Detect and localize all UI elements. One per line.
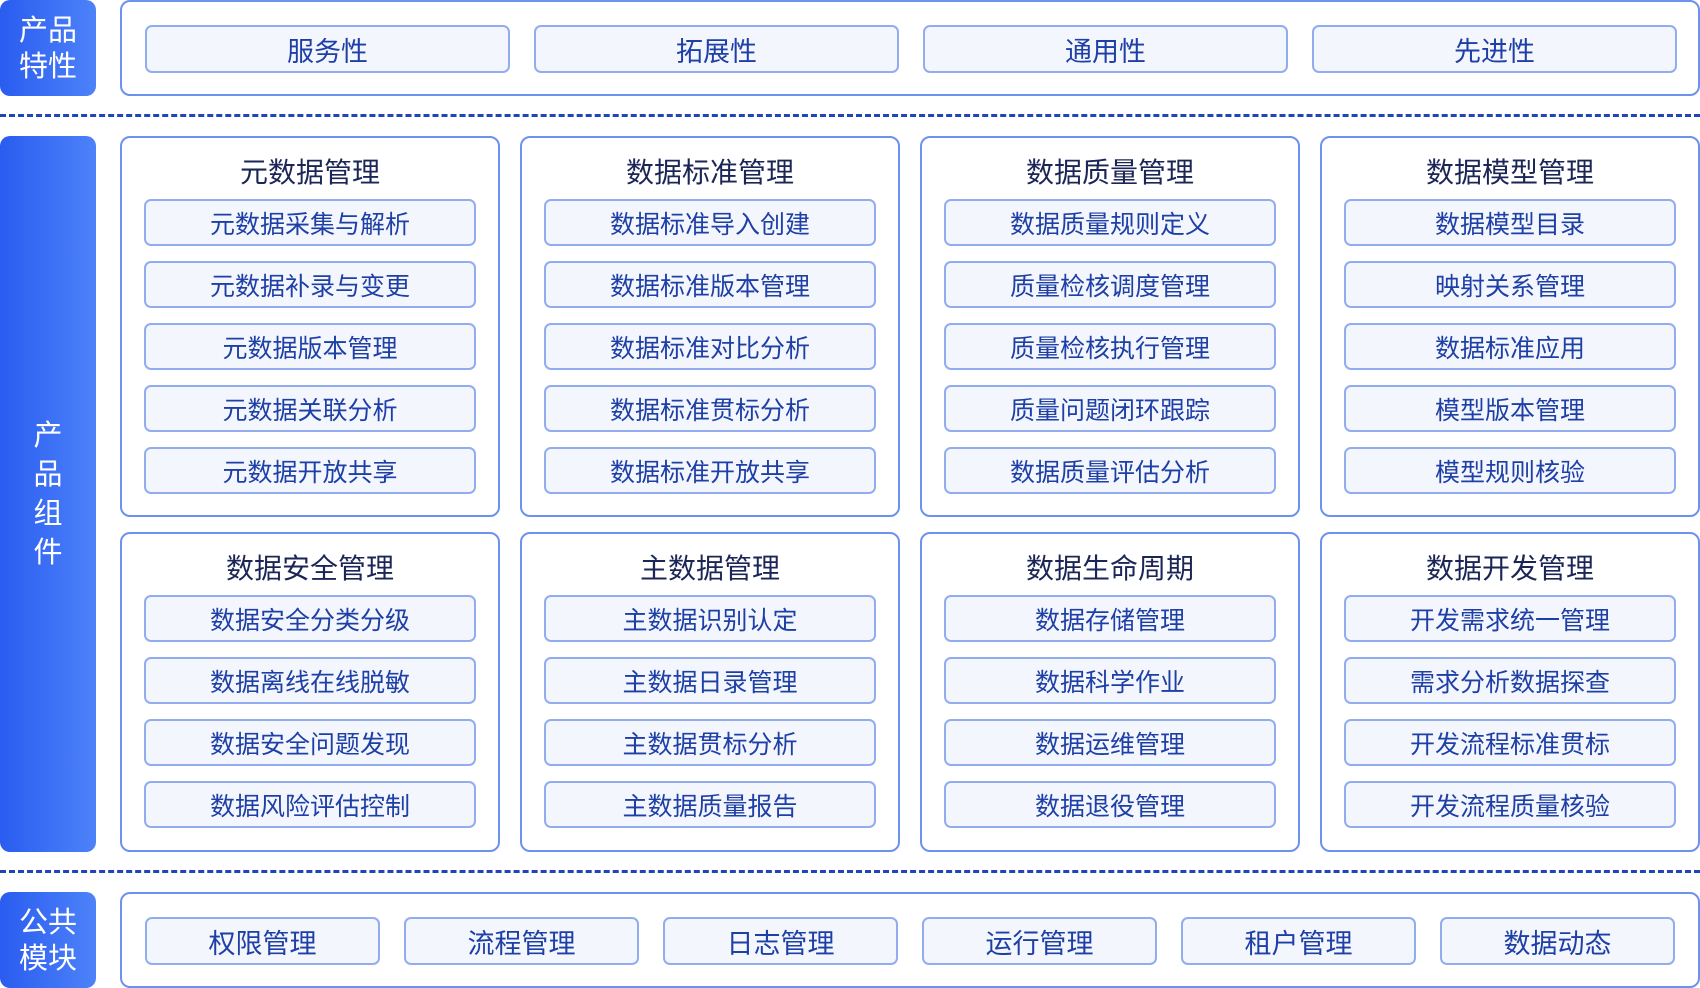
- common-panel: 权限管理 流程管理 日志管理 运行管理 租户管理 数据动态: [120, 892, 1700, 988]
- component-group-data-lifecycle: 数据生命周期 数据存储管理 数据科学作业 数据运维管理 数据退役管理: [920, 532, 1300, 852]
- common-chip-permission[interactable]: 权限管理: [145, 917, 380, 965]
- component-item[interactable]: 数据标准开放共享: [544, 447, 876, 494]
- common-chip-log[interactable]: 日志管理: [663, 917, 898, 965]
- component-item[interactable]: 数据存储管理: [944, 595, 1276, 642]
- feature-chip-advancement[interactable]: 先进性: [1312, 25, 1677, 73]
- common-chip-data-dynamics[interactable]: 数据动态: [1440, 917, 1675, 965]
- group-title: 数据模型管理: [1425, 156, 1594, 189]
- component-group-metadata: 元数据管理 元数据采集与解析 元数据补录与变更 元数据版本管理 元数据关联分析 …: [120, 136, 500, 517]
- common-label-text: 公共模块: [18, 905, 77, 975]
- component-item[interactable]: 映射关系管理: [1344, 261, 1676, 308]
- common-chip-workflow[interactable]: 流程管理: [404, 917, 639, 965]
- component-item[interactable]: 元数据关联分析: [144, 385, 476, 432]
- component-item[interactable]: 主数据贯标分析: [544, 719, 876, 766]
- component-item[interactable]: 数据运维管理: [944, 719, 1276, 766]
- component-item[interactable]: 需求分析数据探查: [1344, 657, 1676, 704]
- component-group-data-standard: 数据标准管理 数据标准导入创建 数据标准版本管理 数据标准对比分析 数据标准贯标…: [520, 136, 900, 517]
- component-item[interactable]: 主数据质量报告: [544, 781, 876, 828]
- component-item[interactable]: 数据质量规则定义: [944, 199, 1276, 246]
- component-group-data-development: 数据开发管理 开发需求统一管理 需求分析数据探查 开发流程标准贯标 开发流程质量…: [1320, 532, 1700, 852]
- component-item[interactable]: 数据模型目录: [1344, 199, 1676, 246]
- group-title: 数据开发管理: [1425, 552, 1594, 585]
- component-item[interactable]: 数据风险评估控制: [144, 781, 476, 828]
- group-title: 数据安全管理: [225, 552, 394, 585]
- component-item[interactable]: 数据标准版本管理: [544, 261, 876, 308]
- component-group-data-model: 数据模型管理 数据模型目录 映射关系管理 数据标准应用 模型版本管理 模型规则核…: [1320, 136, 1700, 517]
- group-title: 数据生命周期: [1025, 552, 1194, 585]
- component-item[interactable]: 模型规则核验: [1344, 447, 1676, 494]
- component-item[interactable]: 数据质量评估分析: [944, 447, 1276, 494]
- component-item[interactable]: 数据标准对比分析: [544, 323, 876, 370]
- common-chip-tenant[interactable]: 租户管理: [1181, 917, 1416, 965]
- component-item[interactable]: 数据标准贯标分析: [544, 385, 876, 432]
- component-item[interactable]: 数据安全问题发现: [144, 719, 476, 766]
- component-item[interactable]: 质量检核调度管理: [944, 261, 1276, 308]
- component-item[interactable]: 数据标准导入创建: [544, 199, 876, 246]
- component-item[interactable]: 质量问题闭环跟踪: [944, 385, 1276, 432]
- component-item[interactable]: 数据标准应用: [1344, 323, 1676, 370]
- component-item[interactable]: 元数据版本管理: [144, 323, 476, 370]
- component-item[interactable]: 元数据采集与解析: [144, 199, 476, 246]
- component-item[interactable]: 数据退役管理: [944, 781, 1276, 828]
- components-label-text: 产品组件: [33, 418, 63, 569]
- divider-bottom: [0, 870, 1700, 873]
- component-item[interactable]: 模型版本管理: [1344, 385, 1676, 432]
- components-label: 产品组件: [0, 136, 96, 852]
- features-label: 产品特性: [0, 0, 96, 96]
- divider-top: [0, 114, 1700, 117]
- component-item[interactable]: 开发需求统一管理: [1344, 595, 1676, 642]
- feature-chip-generality[interactable]: 通用性: [923, 25, 1288, 73]
- common-label: 公共模块: [0, 892, 96, 988]
- feature-chip-service[interactable]: 服务性: [145, 25, 510, 73]
- features-panel: 服务性 拓展性 通用性 先进性: [120, 0, 1700, 96]
- component-item[interactable]: 数据离线在线脱敏: [144, 657, 476, 704]
- component-item[interactable]: 数据科学作业: [944, 657, 1276, 704]
- component-item[interactable]: 主数据日录管理: [544, 657, 876, 704]
- common-chip-operations[interactable]: 运行管理: [922, 917, 1157, 965]
- feature-chip-extensibility[interactable]: 拓展性: [534, 25, 899, 73]
- component-group-data-quality: 数据质量管理 数据质量规则定义 质量检核调度管理 质量检核执行管理 质量问题闭环…: [920, 136, 1300, 517]
- component-item[interactable]: 元数据补录与变更: [144, 261, 476, 308]
- features-label-text: 产品特性: [18, 13, 77, 83]
- component-item[interactable]: 开发流程标准贯标: [1344, 719, 1676, 766]
- component-item[interactable]: 元数据开放共享: [144, 447, 476, 494]
- component-item[interactable]: 数据安全分类分级: [144, 595, 476, 642]
- group-title: 主数据管理: [639, 552, 780, 585]
- group-title: 元数据管理: [239, 156, 380, 189]
- component-group-data-security: 数据安全管理 数据安全分类分级 数据离线在线脱敏 数据安全问题发现 数据风险评估…: [120, 532, 500, 852]
- component-group-master-data: 主数据管理 主数据识别认定 主数据日录管理 主数据贯标分析 主数据质量报告: [520, 532, 900, 852]
- component-item[interactable]: 质量检核执行管理: [944, 323, 1276, 370]
- group-title: 数据标准管理: [625, 156, 794, 189]
- group-title: 数据质量管理: [1025, 156, 1194, 189]
- component-item[interactable]: 主数据识别认定: [544, 595, 876, 642]
- component-item[interactable]: 开发流程质量核验: [1344, 781, 1676, 828]
